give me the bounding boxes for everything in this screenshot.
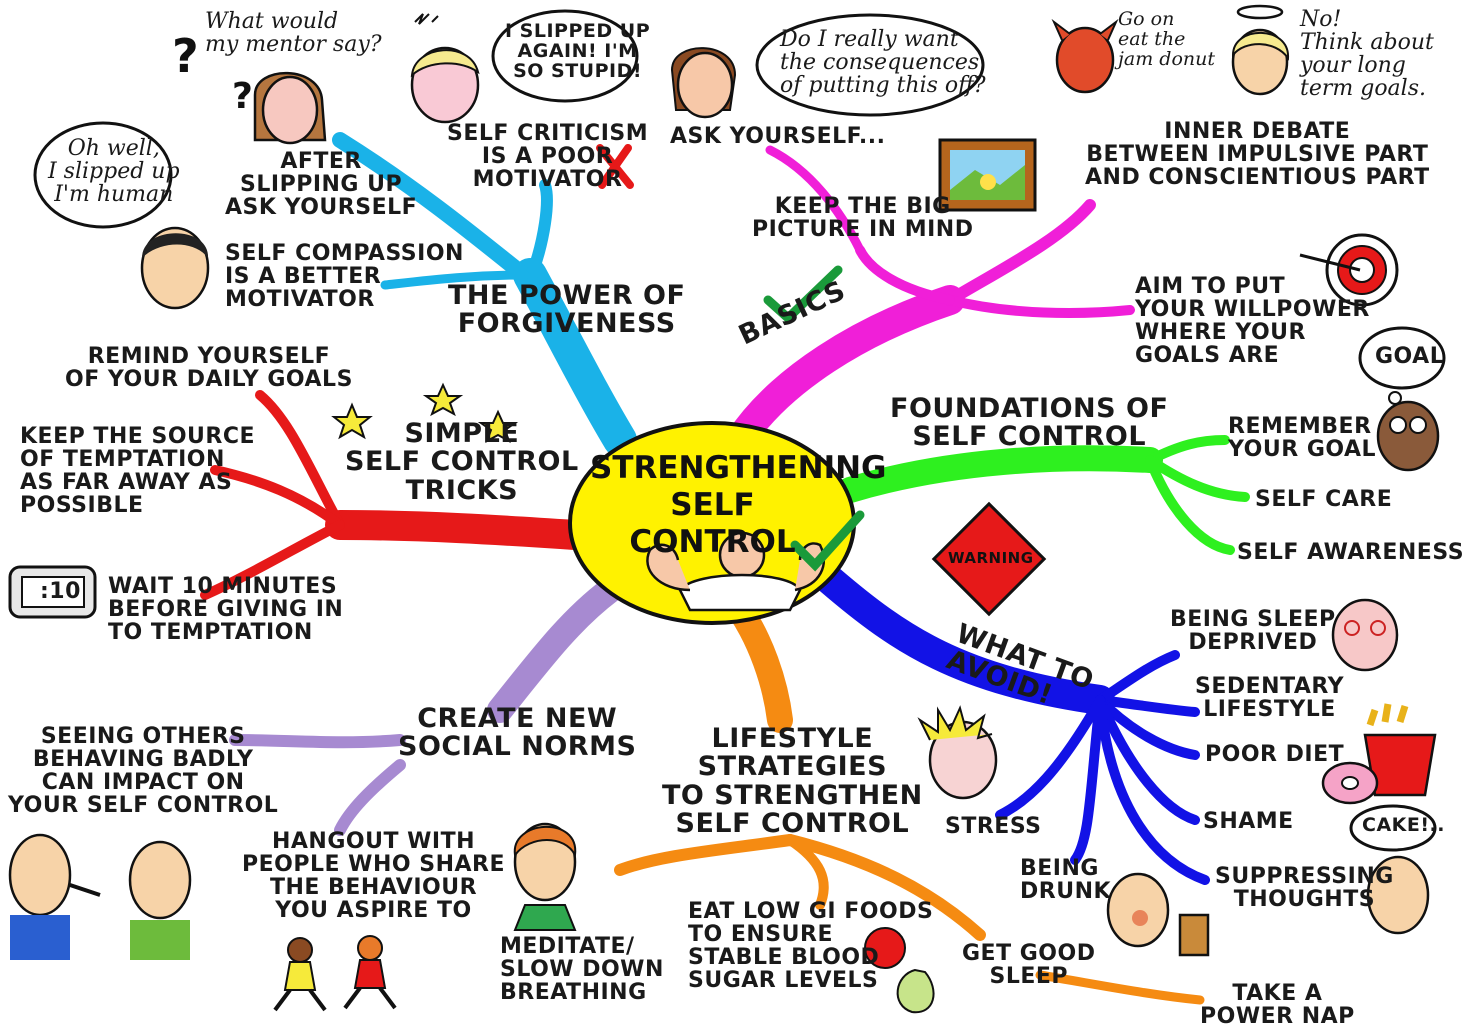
question-mark-icon: ? bbox=[172, 29, 199, 83]
branch-foundations bbox=[837, 435, 1250, 555]
center-title: STRENGTHENING SELF CONTROL bbox=[590, 450, 887, 562]
drunk-man-icon bbox=[1106, 872, 1170, 948]
cross-icon bbox=[596, 144, 634, 189]
shame-label: SHAME bbox=[1203, 809, 1294, 834]
branch-basics bbox=[725, 145, 1135, 455]
strongman-icon bbox=[646, 531, 826, 612]
runners-icon bbox=[273, 935, 397, 1012]
sleepy-face-icon bbox=[1331, 598, 1399, 672]
center-title-line2: SELF CONTROL bbox=[629, 487, 796, 561]
angel-icon bbox=[1231, 4, 1290, 96]
poor-diet-label: POOR DIET bbox=[1205, 742, 1345, 767]
timer-icon bbox=[8, 565, 97, 619]
anxious-man-icon bbox=[1366, 855, 1430, 935]
beer-mug-icon bbox=[1178, 913, 1210, 957]
frustrated-face-icon bbox=[410, 13, 480, 124]
mentor-woman-icon bbox=[253, 71, 327, 145]
self-care-label: SELF CARE bbox=[1255, 487, 1393, 512]
thought-bubble-icon bbox=[1358, 326, 1446, 405]
branch-forgiveness bbox=[332, 132, 637, 457]
human-speech-bubble bbox=[33, 121, 173, 229]
target-icon bbox=[1299, 233, 1399, 307]
warning-sign-icon bbox=[931, 501, 1047, 617]
pear-icon bbox=[896, 968, 935, 1014]
stressed-face-icon bbox=[917, 705, 998, 800]
warning-label: WARNING bbox=[948, 549, 1034, 567]
consequences-speech-bubble bbox=[755, 13, 985, 117]
goal-bubble-text: GOAL bbox=[1375, 344, 1445, 369]
branch-avoid bbox=[815, 565, 1210, 885]
star-icon bbox=[331, 382, 519, 444]
thinking-woman-icon bbox=[1376, 400, 1440, 472]
cake-bubble-text: CAKE!.. bbox=[1362, 814, 1445, 836]
checkmark-icon bbox=[763, 265, 843, 325]
center-title-line1: STRENGTHENING bbox=[590, 450, 887, 486]
checkmark-icon bbox=[790, 510, 865, 572]
framed-picture-icon bbox=[938, 138, 1037, 212]
ask-yourself-label: ASK YOURSELF... bbox=[670, 124, 886, 149]
meditating-man-icon bbox=[513, 822, 577, 931]
donut-icon bbox=[1321, 761, 1379, 805]
cake-bubble-icon bbox=[1349, 804, 1437, 852]
branch-social bbox=[229, 577, 623, 836]
question-mark-icon: ? bbox=[232, 76, 253, 117]
calm-man-icon bbox=[140, 226, 210, 310]
slipped-speech-bubble bbox=[491, 9, 639, 103]
branch-tricks bbox=[200, 390, 590, 600]
devil-icon bbox=[1051, 18, 1119, 94]
smoker-icon bbox=[8, 833, 101, 960]
self-awareness-label: SELF AWARENESS bbox=[1237, 540, 1465, 565]
stress-label: STRESS bbox=[945, 814, 1042, 839]
timer-display-text: :10 bbox=[40, 579, 81, 604]
red-apple-icon bbox=[864, 927, 906, 969]
observer-icon bbox=[128, 840, 192, 960]
worried-woman-icon bbox=[670, 47, 737, 119]
